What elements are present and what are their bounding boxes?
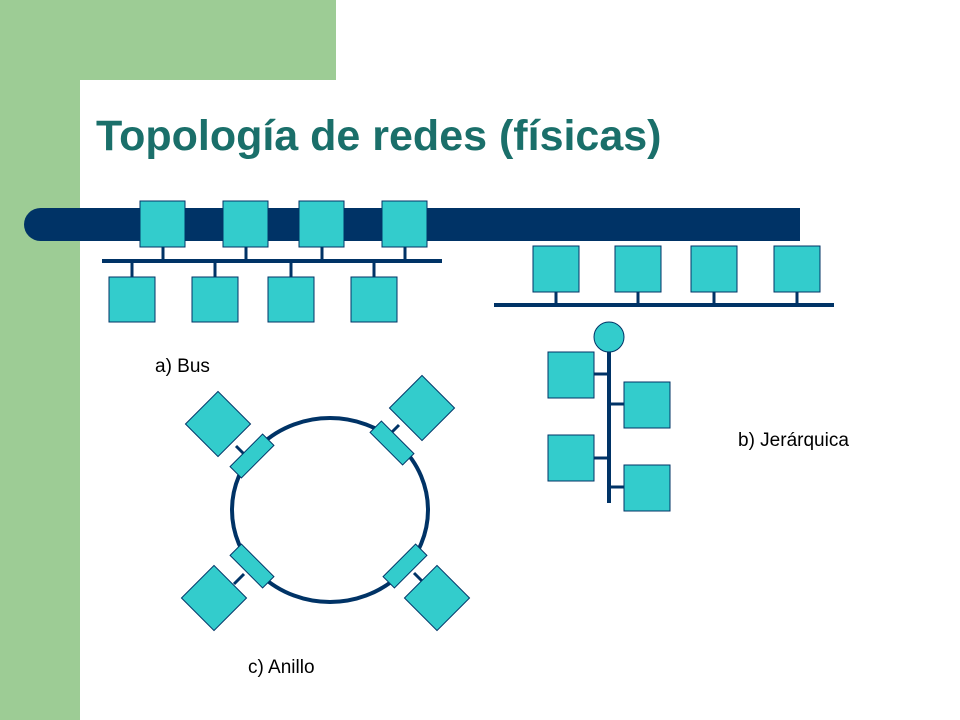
hierarchical-topology (494, 245, 834, 512)
ring-adapter (382, 543, 428, 589)
top-decor-band (0, 0, 336, 80)
bus-node (381, 200, 428, 248)
label-hierarchical: b) Jerárquica (738, 430, 849, 451)
ring-adapter (369, 420, 415, 466)
slide-title: Topología de redes (físicas) (96, 112, 662, 160)
bus-node (108, 276, 156, 323)
left-decor-band (0, 0, 80, 720)
bus-node (222, 200, 269, 248)
hier-node (623, 464, 671, 512)
label-bus: a) Bus (155, 356, 210, 377)
ring-line (230, 416, 430, 604)
hier-node (532, 245, 580, 293)
ring-node (388, 374, 456, 442)
hier-node (623, 381, 671, 429)
hier-node (547, 434, 595, 482)
hier-node (547, 351, 595, 399)
label-ring: c) Anillo (248, 657, 315, 678)
bus-node (139, 200, 186, 248)
ring-adapter (229, 543, 275, 589)
ring-node (184, 390, 252, 458)
hier-node (773, 245, 821, 293)
ring-node (403, 564, 471, 632)
bus-node (298, 200, 345, 248)
ring-node (180, 564, 248, 632)
bus-topology (102, 200, 442, 323)
ring-adapter (229, 433, 275, 479)
bus-node (191, 276, 239, 323)
hier-node (690, 245, 738, 293)
hier-node (614, 245, 662, 293)
hier-hub (593, 321, 625, 353)
ring-topology (180, 374, 471, 632)
ring-stub (232, 572, 246, 586)
bus-node (350, 276, 398, 323)
bus-node (267, 276, 315, 323)
